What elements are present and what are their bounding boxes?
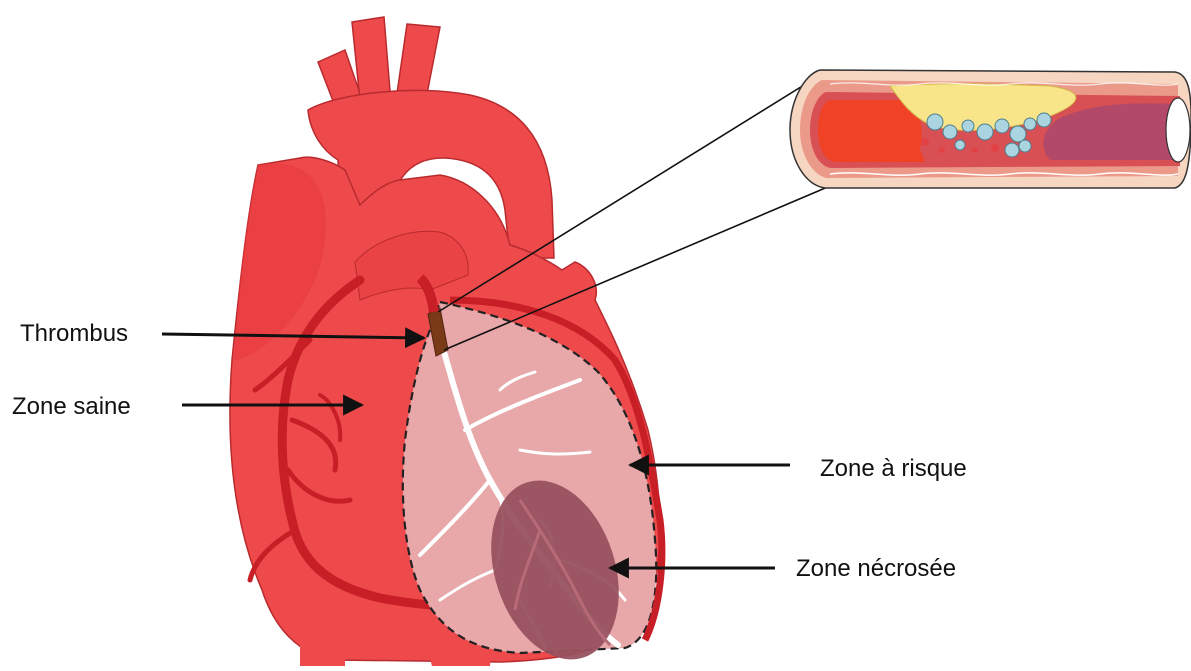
label-healthy-zone: Zone saine — [12, 393, 131, 420]
label-thrombus: Thrombus — [20, 320, 128, 347]
label-risk-zone: Zone à risque — [820, 455, 967, 482]
artery-section-inset — [790, 70, 1191, 188]
label-necrotic-zone: Zone nécrosée — [796, 555, 956, 582]
